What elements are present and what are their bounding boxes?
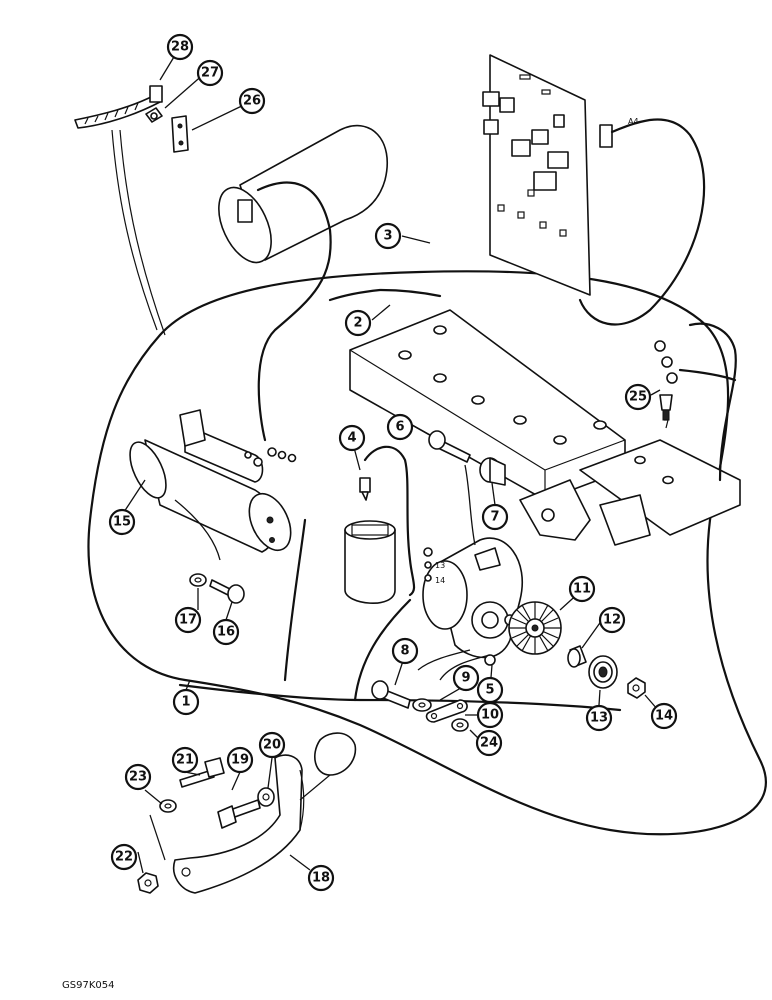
callout-26: 26 [238,87,266,115]
callout-19: 19 [226,746,254,774]
svg-text:28: 28 [171,40,189,55]
svg-text:7: 7 [490,510,499,525]
bracket-nut [137,872,159,894]
callout-10: 10 [476,701,504,729]
callout-14: 14 [650,702,678,730]
callout-22: 22 [110,843,138,871]
starter-washer [189,573,207,587]
circuit-board: A4 [482,54,706,326]
ground-cable [119,129,166,336]
bracket-bolt-upper [179,757,225,788]
svg-text:19: 19 [231,753,249,768]
callout-24: 24 [475,729,503,757]
engine-block [349,309,741,546]
alternator-washer [412,698,432,712]
callout-4: 4 [338,424,366,452]
callout-17: 17 [174,606,202,634]
callout-3: 3 [374,222,402,250]
sender-unit [359,445,416,597]
svg-text:2: 2 [353,316,362,331]
cable-clip [145,107,163,123]
starter-bolt [209,579,245,604]
svg-text:21: 21 [176,753,194,768]
alternator-mount-bolt [428,430,471,463]
connector-label: A4 [628,117,639,126]
svg-text:17: 17 [179,613,197,628]
svg-text:18: 18 [312,871,330,886]
svg-text:11: 11 [573,582,591,597]
svg-text:3: 3 [383,229,392,244]
callout-27: 27 [196,59,224,87]
callout-12: 12 [598,606,626,634]
svg-text:1: 1 [181,695,190,710]
callout-18: 18 [307,864,335,892]
callout-9: 9 [452,664,480,692]
svg-text:16: 16 [217,625,235,640]
bracket-bolt-lower [217,799,261,829]
alternator-fan [508,601,562,655]
alternator: 13 14 [422,537,523,666]
svg-text:13: 13 [590,711,608,726]
svg-text:9: 9 [461,671,470,686]
oil-filter [344,520,396,604]
svg-text:22: 22 [115,850,133,865]
svg-text:12: 12 [603,613,621,628]
bracket-washer-left [159,799,177,813]
svg-text:26: 26 [243,94,261,109]
callout-16: 16 [212,618,240,646]
svg-text:6: 6 [395,420,404,435]
spacer [567,645,587,668]
svg-text:15: 15 [113,515,131,530]
callout-21: 21 [171,746,199,774]
alternator-bolt [371,680,411,709]
temperature-switch [654,322,737,482]
bracket-washer-right [257,787,275,807]
figure-code: GS97K054 [62,980,114,991]
ring-terminals [267,447,297,463]
mounting-bracket [149,732,357,894]
alternator-spacer [479,457,506,486]
cylinder-unit [218,124,388,442]
callout-1: 1 [172,688,200,716]
svg-text:14: 14 [655,709,673,724]
callout-11: 11 [568,575,596,603]
svg-text:4: 4 [347,431,356,446]
callout-13: 13 [585,704,613,732]
svg-text:25: 25 [629,390,647,405]
callout-28: 28 [166,33,194,61]
callout-6: 6 [386,413,414,441]
adjusting-link [425,699,468,723]
terminal-label: 14 [435,576,445,585]
callout-5: 5 [476,676,504,704]
callout-20: 20 [258,731,286,759]
callout-7: 7 [481,503,509,531]
pulley [588,655,618,689]
svg-text:5: 5 [485,683,494,698]
pulley-nut [627,677,646,699]
svg-text:24: 24 [480,736,498,751]
svg-text:20: 20 [263,738,281,753]
callout-2: 2 [344,309,372,337]
lock-washer [451,718,469,732]
callout-8: 8 [391,637,419,665]
callout-15: 15 [108,508,136,536]
terminal-label: 13 [435,561,445,570]
svg-text:23: 23 [129,770,147,785]
callout-23: 23 [124,763,152,791]
svg-text:27: 27 [201,66,219,81]
cable-strap [74,85,163,129]
starter-motor [129,409,292,561]
svg-text:8: 8 [400,644,409,659]
svg-text:10: 10 [481,708,499,723]
mounting-plate [171,115,189,153]
callout-25: 25 [624,383,652,411]
